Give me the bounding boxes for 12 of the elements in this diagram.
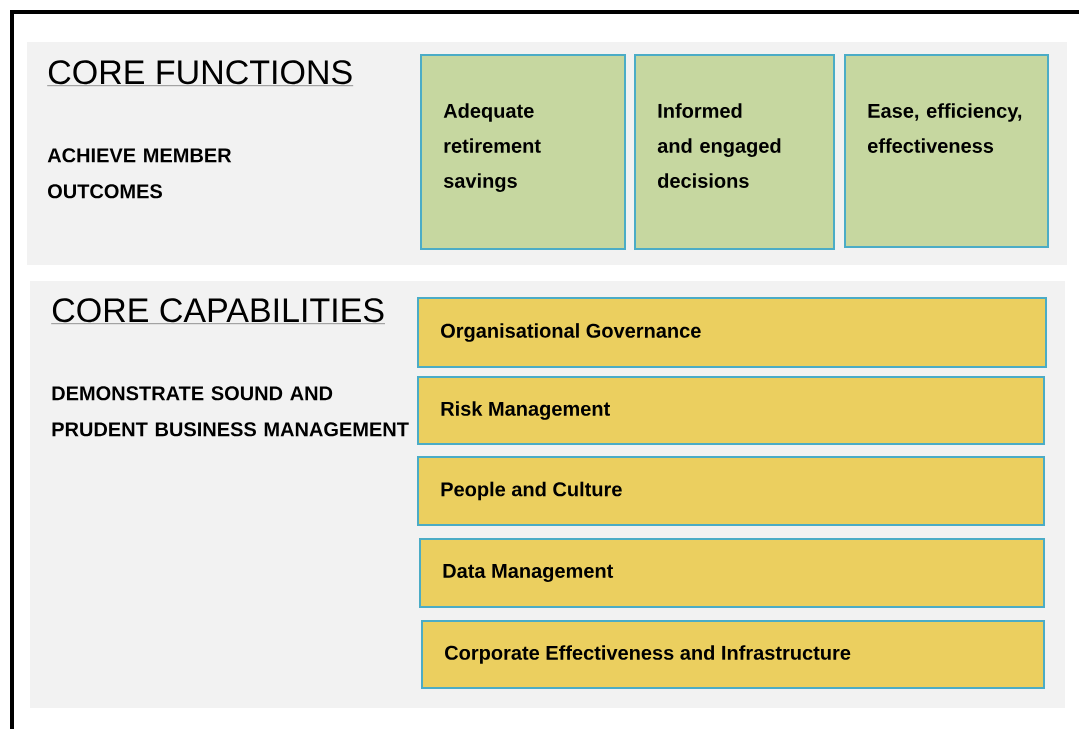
capability-bar: Data Management <box>419 538 1045 608</box>
function-box: Adequate retirement savings <box>420 54 626 250</box>
function-box: Ease, efficiency, effectiveness <box>844 54 1049 248</box>
function-box: Informed and engaged decisions <box>634 54 835 250</box>
section-subheading: ACHIEVE MEMBER OUTCOMES <box>47 148 232 199</box>
section-subheading: DEMONSTRATE SOUND AND PRUDENT BUSINESS MANAGEMENT <box>52 386 409 437</box>
section-heading: CORE CAPABILITIES <box>51 298 386 324</box>
section-heading: CORE FUNCTIONS <box>47 60 354 86</box>
capability-bar: Organisational Governance <box>417 297 1047 368</box>
capability-bar: Risk Management <box>417 376 1045 445</box>
capability-bar: Corporate Effectiveness and Infrastructure <box>421 620 1045 689</box>
capability-bar: People and Culture <box>417 456 1045 526</box>
